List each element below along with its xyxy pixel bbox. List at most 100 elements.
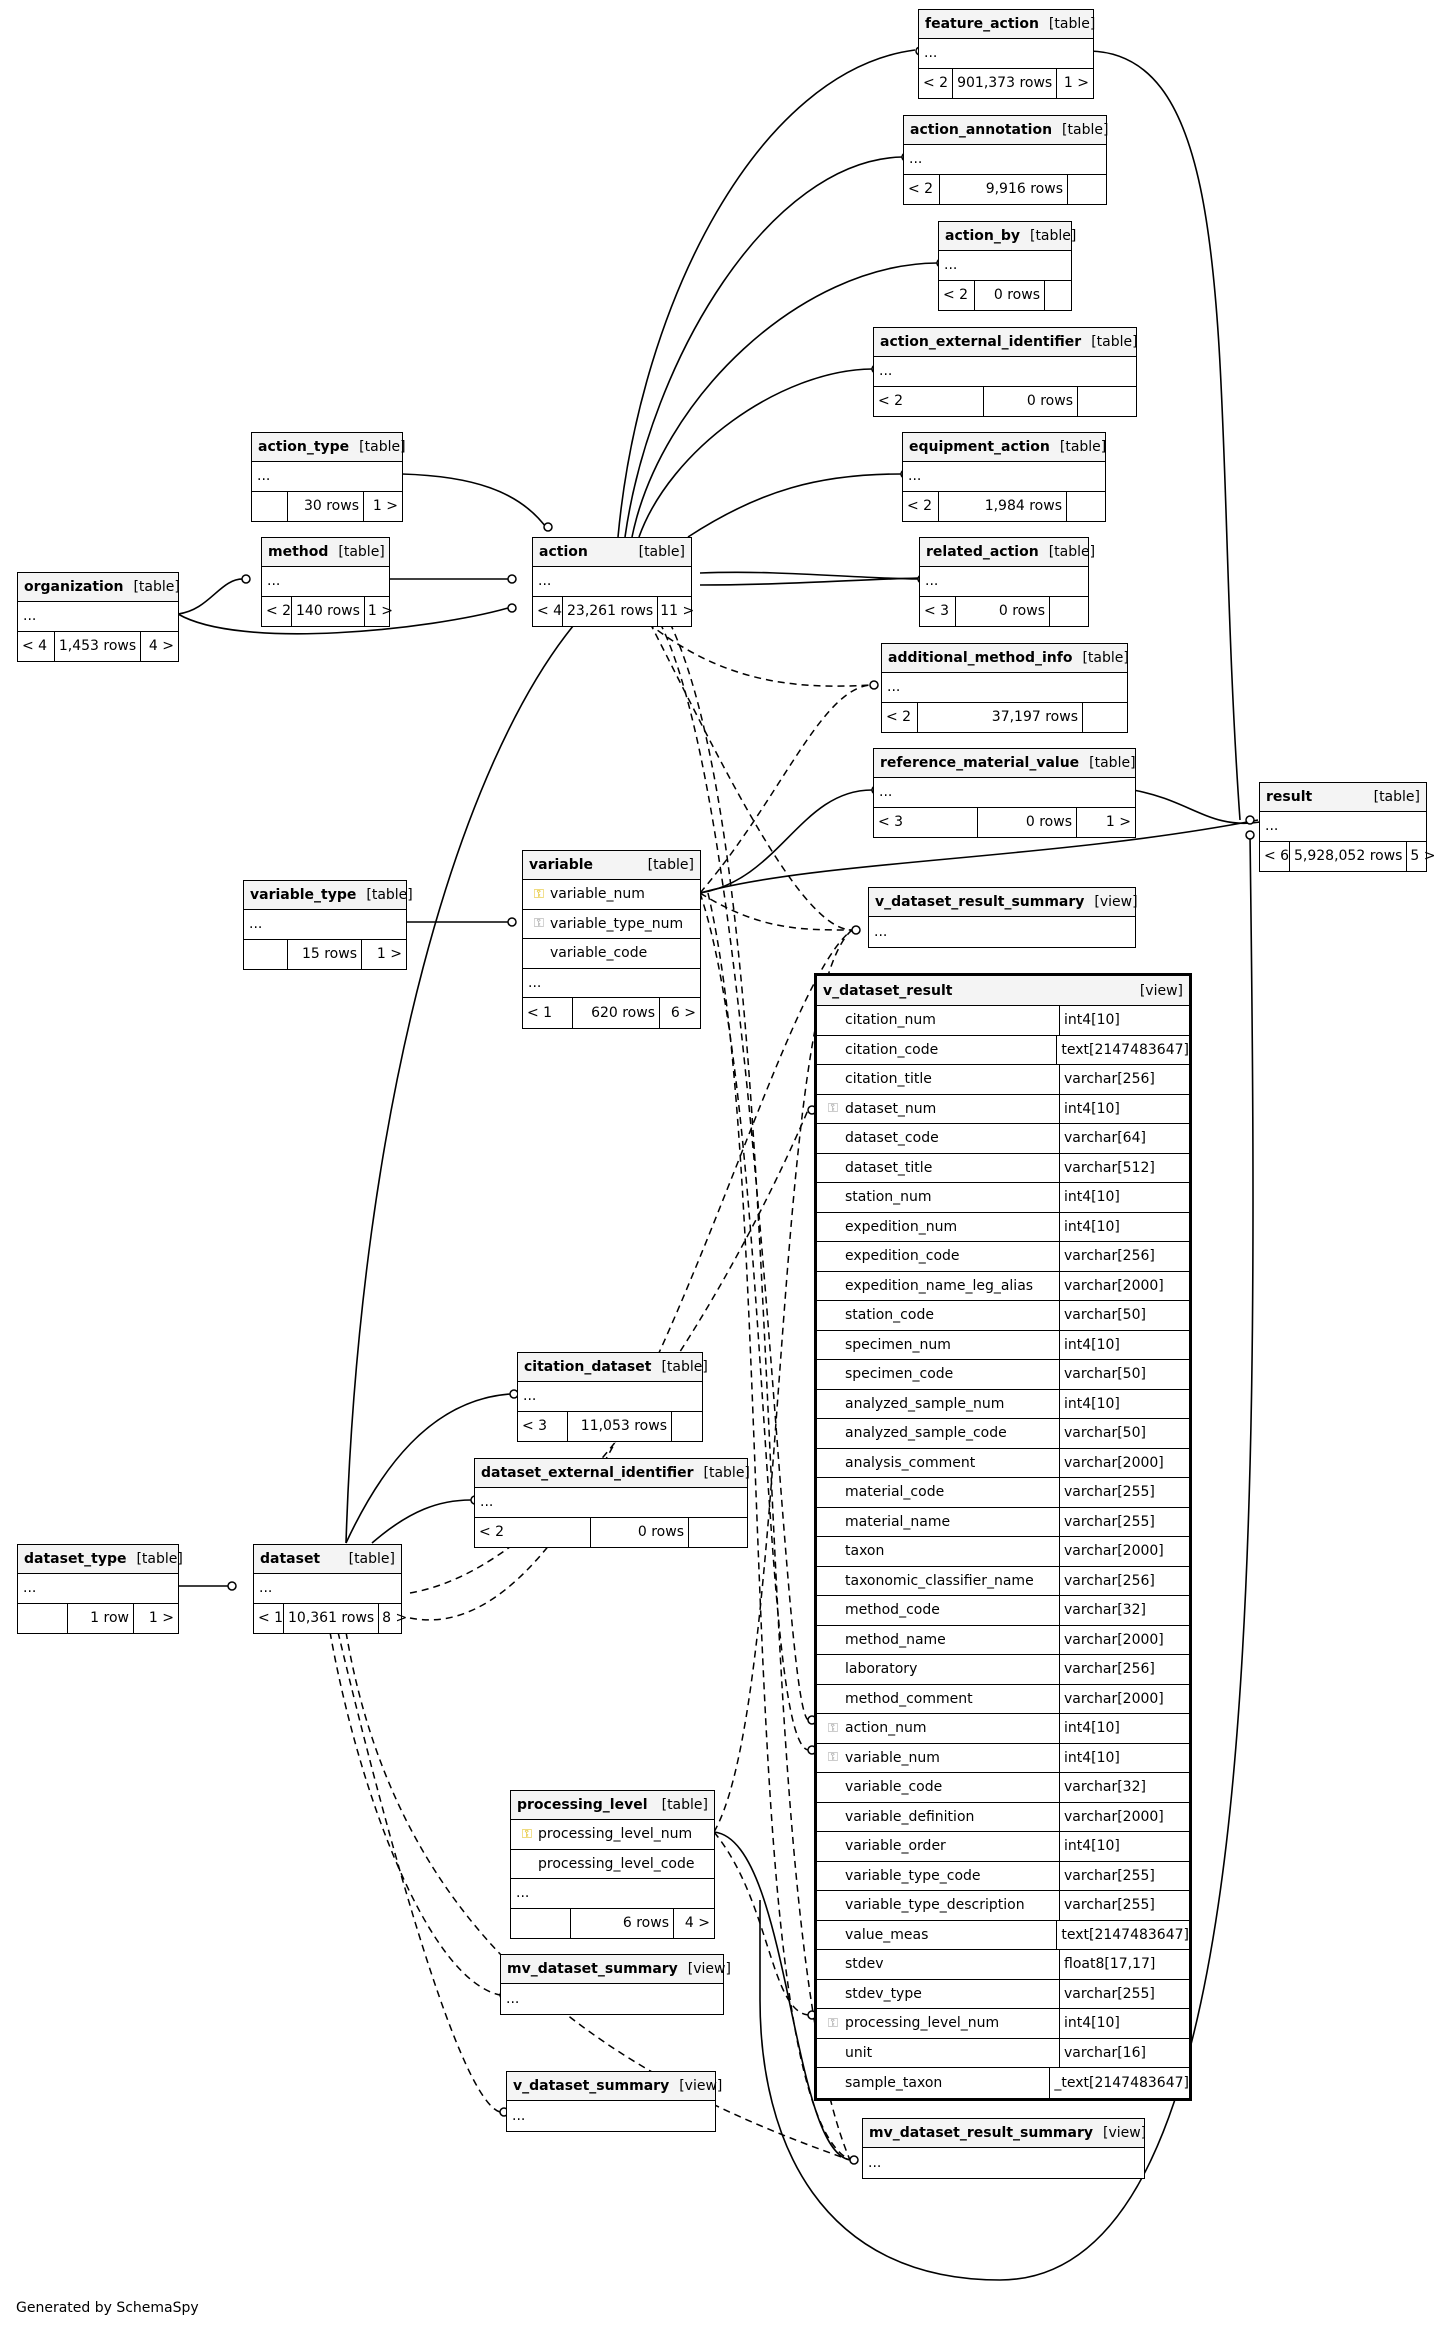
table-name: result: [1266, 789, 1313, 805]
child-count[interactable]: 1 >: [367, 603, 393, 620]
child-count[interactable]: [689, 1518, 747, 1548]
parent-count[interactable]: < 2: [475, 1517, 591, 1547]
child-count[interactable]: 1 >: [372, 498, 398, 515]
parent-count[interactable]: [244, 939, 288, 969]
column-name-cell: station_num: [817, 1183, 1060, 1212]
child-count[interactable]: [1045, 281, 1071, 311]
parent-count[interactable]: < 3: [518, 1411, 568, 1441]
edge-end-circle: [1245, 815, 1255, 825]
child-count[interactable]: [672, 1412, 702, 1442]
child-count[interactable]: 1 >: [1063, 75, 1089, 92]
column-name: variable_num: [550, 886, 645, 903]
table-ellipsis: ...: [506, 1990, 520, 2007]
parent-count[interactable]: < 3: [874, 807, 978, 837]
table-ellipsis: ...: [868, 2154, 882, 2171]
edge-dataset-citation_dataset: [345, 1393, 511, 1544]
parent-count[interactable]: < 2: [904, 174, 940, 204]
table-name: method: [268, 544, 329, 560]
parent-count[interactable]: < 4: [533, 596, 563, 626]
view-v_dataset_result_summary[interactable]: v_dataset_result_summary[view] ...: [868, 887, 1138, 948]
view-v_dataset_summary[interactable]: v_dataset_summary[view] ...: [506, 2071, 722, 2132]
child-count[interactable]: 4 >: [684, 1915, 710, 1932]
column-type: varchar[255]: [1064, 1867, 1155, 1884]
table-processing_level[interactable]: processing_level[table] ⚿processing_leve…: [510, 1790, 715, 1939]
parent-count[interactable]: < 2: [939, 280, 975, 310]
view-mv_dataset_result_summary[interactable]: mv_dataset_result_summary[view] ...: [862, 2118, 1146, 2179]
table-ellipsis: ...: [939, 251, 1071, 281]
edge-end-circle: [1245, 830, 1255, 840]
table-dataset_external_identifier[interactable]: dataset_external_identifier[table] ... <…: [474, 1458, 750, 1548]
column-name-cell: method_name: [817, 1625, 1060, 1654]
child-count[interactable]: 11 >: [660, 603, 695, 620]
table-ellipsis: ...: [533, 567, 691, 597]
parent-count[interactable]: < 2: [882, 702, 918, 732]
column-type: varchar[16]: [1064, 2044, 1146, 2061]
child-count[interactable]: [1067, 492, 1105, 522]
parent-count[interactable]: < 1: [254, 1603, 284, 1633]
parent-count[interactable]: [252, 491, 288, 521]
column-name: expedition_name_leg_alias: [845, 1277, 1034, 1294]
parent-count[interactable]: < 2: [874, 386, 984, 416]
table-action_external_identifier[interactable]: action_external_identifier[table] ... < …: [873, 327, 1138, 417]
child-count[interactable]: 6 >: [670, 1004, 696, 1021]
column-name: citation_title: [845, 1071, 932, 1088]
parent-count[interactable]: < 4: [18, 631, 55, 661]
parent-count[interactable]: [511, 1908, 571, 1938]
table-ellipsis: ...: [254, 1574, 401, 1604]
table-kind: [table]: [1048, 16, 1096, 32]
parent-count[interactable]: < 2: [903, 491, 939, 521]
child-count[interactable]: 1 >: [148, 1610, 174, 1627]
parent-count[interactable]: < 2: [919, 68, 954, 98]
table-variable[interactable]: variable[table] ⚿variable_num ⚿variable_…: [522, 850, 701, 1029]
column-row: variable_type_code varchar[255]: [817, 1861, 1189, 1891]
table-name: v_dataset_result: [823, 982, 953, 999]
table-kind: [view]: [1139, 982, 1183, 999]
parent-count[interactable]: < 3: [920, 596, 956, 626]
edge-end-circle: [851, 925, 861, 935]
view-mv_dataset_summary[interactable]: mv_dataset_summary[view] ...: [500, 1954, 731, 2015]
child-count[interactable]: [1078, 387, 1136, 417]
child-count[interactable]: 1 >: [376, 946, 402, 963]
parent-count[interactable]: [18, 1603, 68, 1633]
child-count[interactable]: [1050, 597, 1088, 627]
column-row: citation_title varchar[256]: [817, 1065, 1189, 1095]
child-count[interactable]: 5 >: [1410, 848, 1436, 865]
table-kind: [table]: [366, 887, 413, 903]
parent-count[interactable]: < 1: [523, 998, 573, 1028]
child-count[interactable]: [1083, 703, 1127, 733]
column-type: int4[10]: [1064, 1749, 1120, 1766]
generated-by-label: Generated by SchemaSpy: [16, 2300, 199, 2316]
parent-count[interactable]: < 2: [262, 596, 292, 626]
child-count[interactable]: 8 >: [382, 1610, 408, 1627]
column-name-cell: unit: [817, 2038, 1060, 2067]
column-name-cell: ⚿processing_level_num: [817, 2009, 1060, 2038]
child-count[interactable]: 4 >: [148, 638, 174, 655]
column-name: variable_type_code: [845, 1867, 981, 1884]
parent-count[interactable]: < 6: [1260, 841, 1290, 871]
child-count[interactable]: [1068, 175, 1106, 205]
child-count[interactable]: 1 >: [1105, 814, 1131, 831]
column-name: variable_type_description: [845, 1897, 1025, 1914]
table-kind: [table]: [1059, 439, 1107, 455]
column-type: varchar[256]: [1064, 1071, 1155, 1088]
